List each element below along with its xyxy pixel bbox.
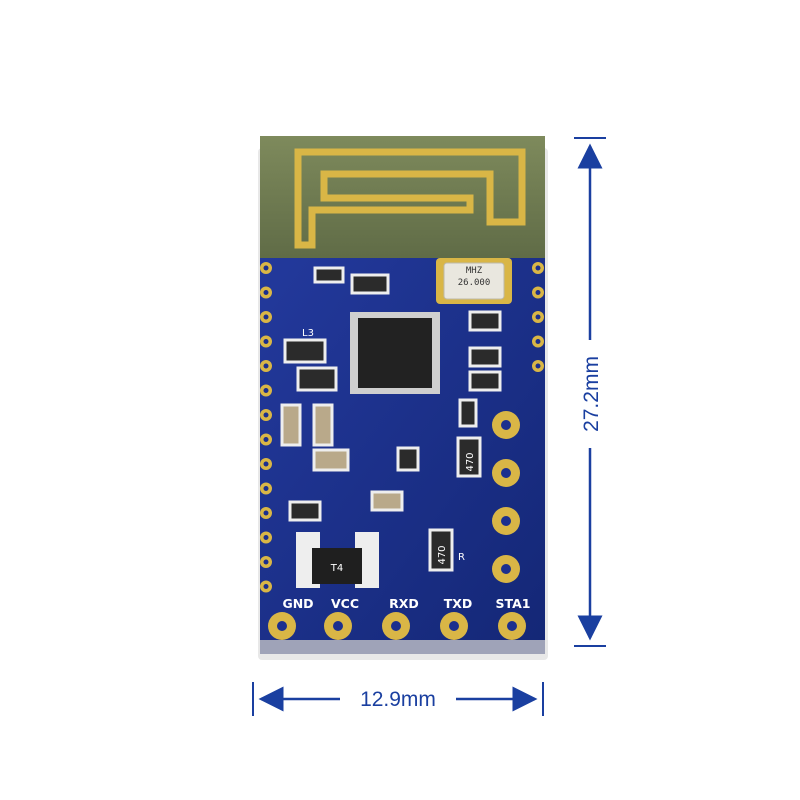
left-edge-pads	[260, 262, 272, 593]
crystal-marking-1: 26.000	[458, 278, 491, 288]
left-pad-hole	[263, 535, 269, 540]
bottom-pin-pads	[268, 612, 526, 640]
crystal-oscillator: 26.000 MHZ	[436, 258, 512, 304]
right-pad-hole	[535, 363, 541, 369]
resistor-marking-1: 470	[465, 452, 476, 471]
right-pad-hole	[535, 339, 541, 344]
left-pad-hole	[263, 339, 269, 344]
left-pad-hole	[263, 584, 269, 589]
left-pad-hole	[263, 314, 269, 320]
resistor-marking-2: 470	[437, 545, 448, 564]
transistor-marking: T4	[330, 563, 343, 574]
pin-label-rxd: RXD	[389, 596, 419, 611]
left-pad-hole	[263, 437, 269, 442]
board-edge	[260, 640, 545, 654]
pin-label-txd: TXD	[444, 596, 473, 611]
right-pad-hole	[535, 290, 541, 295]
bottom-pad-hole	[333, 621, 343, 631]
transistor: T4	[296, 532, 379, 588]
right-large-pad-hole	[501, 564, 511, 574]
left-pad-hole	[263, 388, 269, 393]
pin-label-vcc: VCC	[331, 596, 359, 611]
right-pad-hole	[535, 314, 541, 320]
left-pad-hole	[263, 290, 269, 295]
left-pad-hole	[263, 461, 269, 467]
bottom-pad-hole	[507, 621, 517, 631]
main-ic-chip	[350, 312, 440, 394]
pin-labels: GND VCC RXD TXD STA1	[282, 596, 530, 611]
right-large-pad-hole	[501, 468, 511, 478]
bottom-pad-hole	[449, 621, 459, 631]
silk-l3: L3	[302, 328, 314, 339]
height-label: 27.2mm	[580, 356, 603, 432]
crystal-marking-2: MHZ	[466, 266, 483, 276]
right-edge-pads	[492, 262, 544, 583]
left-pad-hole	[263, 559, 269, 565]
left-pad-hole	[263, 412, 269, 418]
width-label: 12.9mm	[360, 688, 436, 711]
left-pad-hole	[263, 486, 269, 491]
right-large-pad-hole	[501, 516, 511, 526]
antenna-trace	[294, 148, 526, 249]
height-dimension: 27.2mm	[574, 137, 606, 647]
right-large-pad-hole	[501, 420, 511, 430]
pin-label-sta1: STA1	[496, 596, 531, 611]
left-pad-hole	[263, 363, 269, 369]
silk-r: R	[458, 552, 465, 563]
bottom-pad-hole	[277, 621, 287, 631]
smd-components	[280, 266, 502, 572]
bottom-pad-hole	[391, 621, 401, 631]
left-pad-hole	[263, 510, 269, 516]
pin-label-gnd: GND	[282, 596, 313, 611]
width-dimension: 12.9mm	[252, 682, 544, 716]
right-pad-hole	[535, 265, 541, 271]
left-pad-hole	[263, 265, 269, 271]
